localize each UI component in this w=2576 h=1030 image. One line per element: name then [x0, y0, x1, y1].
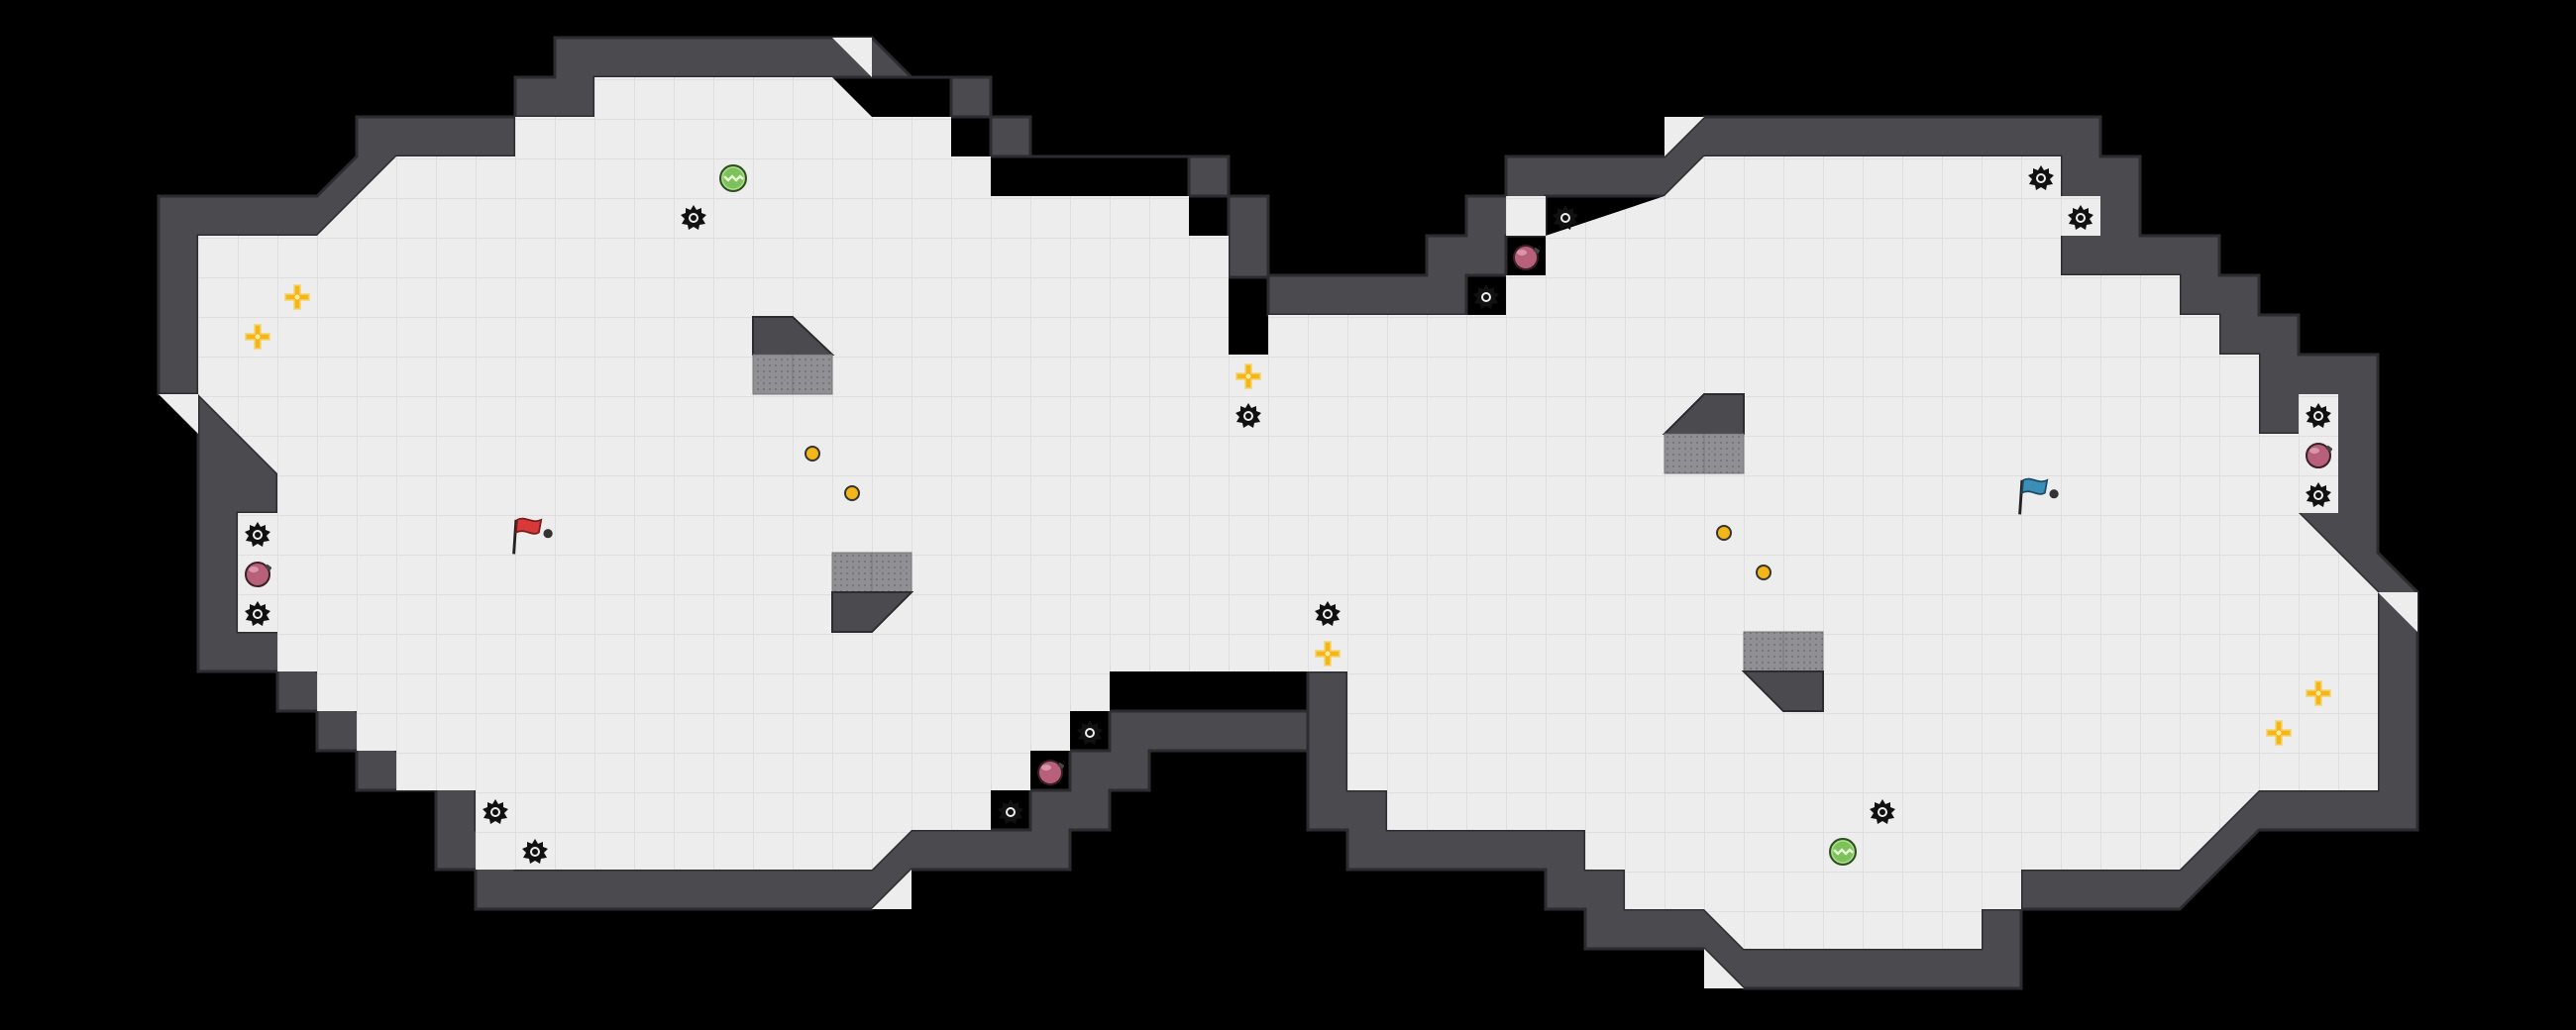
button-icon [1716, 525, 1732, 541]
upper-left-obstacle [752, 316, 835, 395]
left-floor [198, 77, 1308, 870]
gate-tile [752, 354, 794, 395]
upper-right-obstacle [1662, 393, 1745, 474]
lower-left-obstacle [831, 552, 914, 633]
button-icon [1756, 565, 1771, 580]
spike-icon [1077, 720, 1103, 745]
gate-tile [792, 354, 833, 395]
button-icon [805, 446, 820, 462]
button-icon [844, 485, 860, 501]
gate-tile [1664, 433, 1705, 474]
right-floor [1347, 156, 2378, 949]
powerup-icon [719, 164, 747, 192]
gate-tile [871, 552, 912, 593]
gate-tile [1743, 631, 1784, 672]
top-middle-nook-floor [1506, 196, 1546, 236]
corner-wedges [159, 38, 2417, 988]
middle-floor [1268, 315, 1466, 671]
obstacles [752, 316, 1824, 712]
lower-right-obstacle [1741, 631, 1824, 712]
powerup-icon [1829, 838, 1857, 866]
spike-icon [998, 799, 1023, 824]
bomb-icon [1037, 760, 1064, 785]
spike-icon [1553, 205, 1578, 230]
gate-tile [1703, 433, 1745, 474]
spike-icon [1473, 284, 1499, 309]
gate-tile [1782, 631, 1824, 672]
floor [198, 77, 2378, 949]
buttons [805, 446, 1771, 580]
bomb-icon [1513, 245, 1540, 270]
gate-tile [831, 552, 873, 593]
